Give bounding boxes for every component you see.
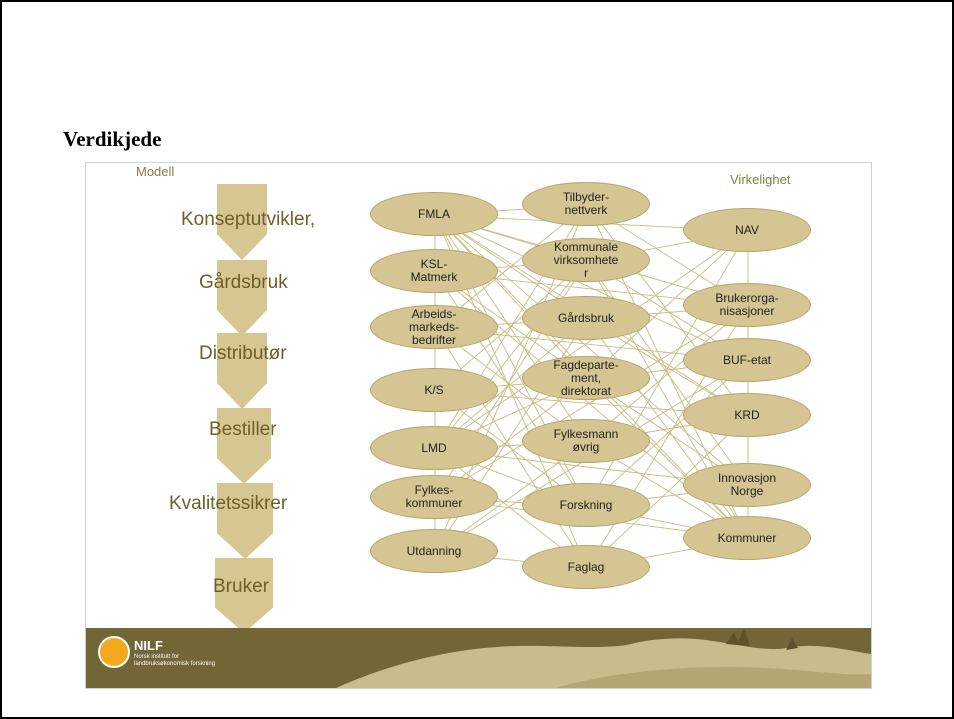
stage-konseptutvikler: Konseptutvikler, [181, 209, 316, 230]
node-arbeidsmarkedsbedrifter: Arbeids- markeds- bedrifter [370, 305, 498, 349]
network-link [434, 214, 588, 380]
model-label: Modell [136, 164, 175, 179]
stage-bruker: Bruker [213, 576, 269, 597]
node-forskning: Forskning [522, 483, 650, 527]
stage-distributor: Distributør [199, 343, 287, 364]
node-gardsbruk: Gårdsbruk [522, 296, 650, 340]
node-faglag: Faglag [522, 545, 650, 589]
node-fmla: FMLA [370, 192, 498, 236]
node-fylkeskommuner: Fylkes- kommuner [370, 475, 498, 519]
network-link [586, 415, 749, 569]
slide: Modell Virkelighet Konseptutvikler, Gård… [85, 162, 872, 689]
network-link [586, 230, 749, 380]
node-nav: NAV [683, 208, 811, 252]
reality-label: Virkelighet [730, 172, 791, 187]
stage-kvalitetssikrer: Kvalitetssikrer [169, 493, 288, 514]
node-fagdepartement: Fagdeparte- ment, direktorat [522, 356, 650, 400]
node-lmd: LMD [370, 426, 498, 470]
footer-band: NILF Norsk institutt for landbruksøkonom… [86, 628, 871, 688]
node-tilbydernettverk: Tilbyder- nettverk [522, 182, 650, 226]
node-fylkesmann: Fylkesmann øvrig [522, 419, 650, 463]
node-krd: KRD [683, 393, 811, 437]
network-link [586, 305, 749, 443]
network-link [586, 378, 749, 540]
node-buf-etat: BUF-etat [683, 338, 811, 382]
network-link [434, 230, 749, 450]
network-link [434, 214, 749, 362]
nilf-logo-icon [98, 636, 130, 668]
network-link [434, 260, 588, 450]
node-ksl-matmerk: KSL- Matmerk [370, 249, 498, 293]
logo-subtitle: Norsk institutt for landbruksøkonomisk f… [134, 654, 216, 667]
node-ks: K/S [370, 368, 498, 412]
stage-bestiller: Bestiller [209, 419, 277, 440]
node-kommunale-virksomheter: Kommunale virksomhete r [522, 238, 650, 282]
network-link [586, 360, 749, 507]
network-link [434, 305, 749, 499]
node-utdanning: Utdanning [370, 529, 498, 573]
stage-gardsbruk: Gårdsbruk [199, 272, 288, 293]
node-kommuner: Kommuner [683, 516, 811, 560]
footer-landscape [86, 628, 871, 688]
page-title: Verdikjede [63, 127, 162, 151]
node-brukerorganisasjoner: Brukerorga- nisasjoner [683, 283, 811, 327]
node-innovasjon-norge: Innovasjon Norge [683, 463, 811, 507]
logo-name: NILF [134, 638, 163, 653]
